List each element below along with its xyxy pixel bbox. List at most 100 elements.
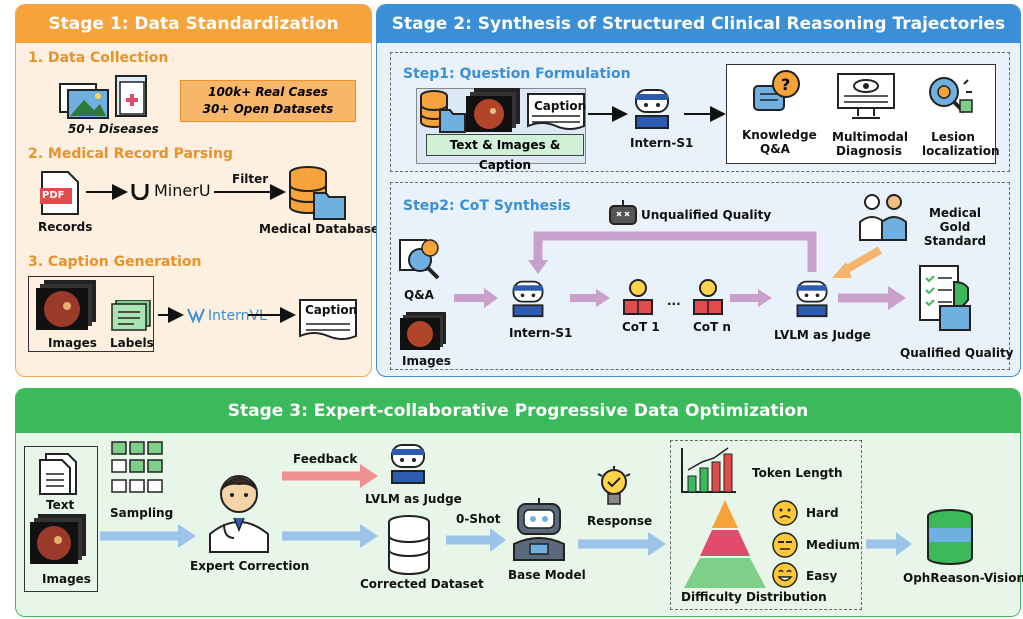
internvl-icon (187, 308, 205, 323)
corrected-dataset-label: Corrected Dataset (360, 577, 484, 591)
text-doc-icon (39, 453, 77, 495)
difficulty-distribution-label: Difficulty Distribution (681, 590, 827, 604)
stage3-header: Stage 3: Expert-collaborative Progressiv… (16, 389, 1020, 433)
dataset-stats-box: 100k+ Real Cases 30+ Open Datasets (180, 80, 356, 122)
multimodal-label: Multimodal Diagnosis (832, 130, 908, 158)
diseases-label: 50+ Diseases (68, 122, 159, 136)
cot1-icon (623, 279, 653, 315)
difficulty-pyramid-icon (684, 500, 766, 588)
judge-label-stage3: LVLM as Judge (365, 492, 462, 506)
corrected-db-icon (388, 515, 430, 575)
labels-label: Labels (110, 336, 154, 350)
stage3-title: Stage 3: Expert-collaborative Progressiv… (227, 401, 809, 421)
knowledge-qa-text: Knowledge Q&A (742, 128, 817, 156)
svg-text:?: ? (781, 75, 790, 94)
cot1-label: CoT 1 (622, 320, 660, 334)
qa-label: Q&A (404, 288, 434, 302)
caption-input-box (28, 276, 154, 352)
data-collection-heading: 1. Data Collection (28, 50, 169, 66)
knowledge-qa-label: Knowledge Q&A (742, 128, 817, 156)
response-label: Response (587, 514, 653, 528)
filter-label: Filter (232, 172, 269, 186)
base-model-robot-icon (513, 498, 565, 561)
open-datasets-text: 30+ Open Datasets (202, 102, 334, 116)
stage1-arrows (86, 184, 296, 323)
mineru-label: MinerU (154, 181, 211, 200)
fundus-images-icon (36, 280, 96, 330)
fundus-stack-stage3 (30, 514, 86, 564)
easy-label: Easy (806, 569, 838, 583)
caption-generation-heading: 3. Caption Generation (28, 254, 202, 270)
ophreason-db-icon (927, 509, 973, 565)
intern-s1-label: Intern-S1 (630, 136, 694, 150)
base-model-label: Base Model (508, 568, 586, 582)
fundus-stack-step2 (400, 312, 446, 350)
mineru-icon (131, 184, 149, 200)
stage2-arrows (454, 106, 906, 310)
token-length-chart-icon (681, 447, 736, 493)
stage1-header: Stage 1: Data Standardization (16, 5, 371, 43)
medium-label: Medium (806, 538, 860, 552)
cotn-label: CoT n (693, 320, 731, 334)
doctors-icon (859, 194, 907, 241)
caption-label-step1: Caption (534, 99, 587, 113)
medical-folder-icon (115, 75, 147, 117)
hard-label: Hard (806, 506, 839, 520)
step1-heading: Step1: Question Formulation (403, 66, 631, 82)
database-icon (289, 166, 346, 220)
response-bulb-icon (597, 466, 631, 505)
intern-s1-label-step2: Intern-S1 (509, 326, 573, 340)
caption-label-stage1: Caption (305, 303, 358, 317)
judge-icon-step2 (796, 280, 828, 318)
database-icon-step1 (420, 90, 466, 133)
zero-shot-label: 0-Shot (456, 512, 501, 526)
knowledge-qa-icon: ? (753, 70, 800, 111)
medium-emoji-icon (772, 532, 798, 558)
hard-emoji-icon (772, 500, 798, 526)
real-cases-text: 100k+ Real Cases (208, 85, 328, 99)
records-label: Records (38, 220, 93, 234)
internvl-label: InternVL (208, 308, 267, 324)
caption-doc-icon (299, 299, 357, 340)
intern-s1-icon-step2 (512, 280, 544, 318)
text-images-caption-label: Text & Images & Caption (426, 134, 584, 172)
images-label-step2: Images (402, 354, 451, 368)
text-images-caption-text: Text & Images & Caption (449, 138, 561, 172)
step2-box (390, 182, 1010, 370)
unqualified-label: Unqualified Quality (641, 208, 772, 222)
qualified-label: Qualified Quality (900, 346, 1014, 360)
easy-emoji-icon (772, 562, 798, 588)
ellipsis-label: ... (667, 294, 681, 308)
gold-standard-text: Medical Gold Standard (923, 206, 987, 248)
unqualified-robot-icon (609, 200, 637, 225)
qualified-checklist-icon (919, 265, 971, 331)
lesion-text: Lesion localization (922, 130, 1000, 158)
step1-box (390, 52, 1010, 172)
medical-database-label: Medical Database (259, 222, 380, 236)
stage2-title: Stage 2: Synthesis of Structured Clinica… (391, 14, 1006, 34)
monitor-eye-icon (837, 73, 895, 119)
judge-label-step2: LVLM as Judge (774, 328, 871, 342)
labels-icon (111, 300, 151, 331)
image-stack-icon (59, 83, 109, 119)
stage3-input-box (24, 446, 98, 592)
expert-correction-label: Expert Correction (190, 559, 310, 573)
feedback-label: Feedback (293, 452, 358, 466)
fundus-stack-step1 (466, 88, 520, 132)
lesion-label: Lesion localization (922, 130, 1000, 158)
images-label-stage3: Images (42, 572, 91, 586)
intern-s1-icon (635, 89, 669, 129)
text-label-stage3: Text (46, 498, 75, 512)
judge-icon-stage3 (391, 444, 425, 484)
caption-doc-icon-step1 (527, 93, 585, 130)
stage2-header: Stage 2: Synthesis of Structured Clinica… (377, 5, 1020, 43)
sampling-grid-icon (111, 441, 163, 493)
difficulty-box (670, 440, 862, 610)
gold-standard-label: Medical Gold Standard (912, 206, 998, 248)
sampling-label: Sampling (110, 506, 174, 520)
stage3-panel: Stage 3: Expert-collaborative Progressiv… (15, 388, 1021, 617)
multimodal-text: Multimodal Diagnosis (832, 130, 908, 158)
step2-heading: Step2: CoT Synthesis (403, 198, 571, 214)
record-parsing-heading: 2. Medical Record Parsing (28, 146, 233, 162)
